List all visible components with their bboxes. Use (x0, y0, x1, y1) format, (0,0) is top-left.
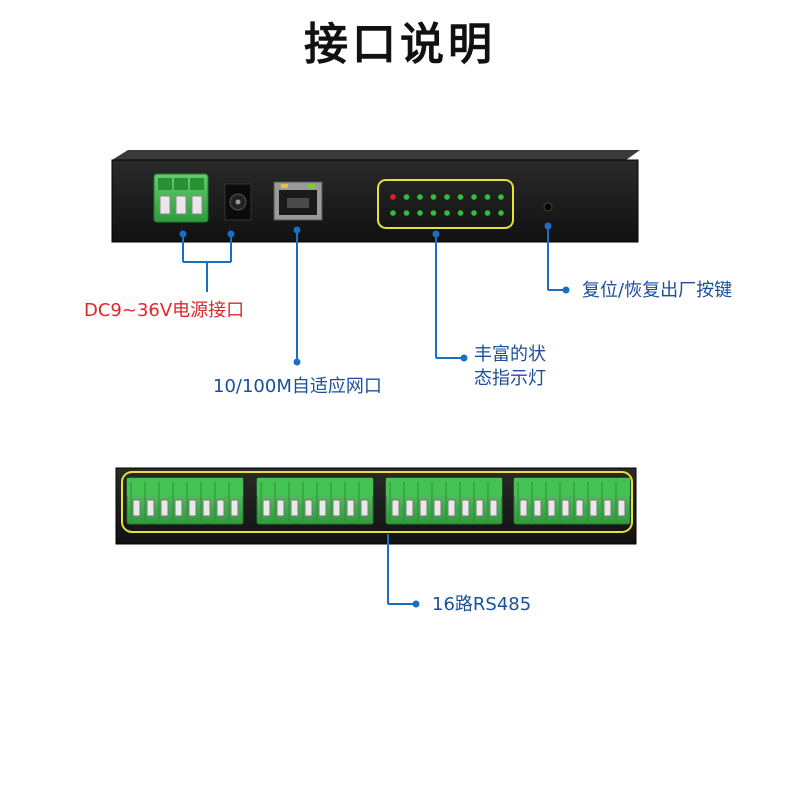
led-highlight-box (377, 179, 514, 229)
rs485-terminal-blocks (126, 477, 631, 525)
status-led-green (417, 210, 423, 216)
status-led-green (444, 210, 450, 216)
terminal-pin (230, 499, 239, 517)
power-port-label: DC9~36V电源接口 (84, 300, 245, 321)
terminal-pin (332, 499, 341, 517)
status-led-label-line1: 丰富的状 (474, 344, 546, 365)
terminal-pin (132, 499, 141, 517)
terminal-pin (188, 499, 197, 517)
status-leds (390, 194, 504, 216)
status-led-green (430, 194, 437, 200)
terminal-block (513, 477, 631, 525)
terminal-pin (419, 499, 428, 517)
terminal-pin (391, 499, 400, 517)
power-terminal (153, 173, 209, 223)
terminal-pin (603, 499, 612, 517)
terminal-block (385, 477, 503, 525)
status-led-green (403, 210, 410, 216)
status-led-green (417, 194, 423, 200)
terminal-pin (519, 499, 528, 517)
status-led-red (390, 194, 396, 200)
terminal-block (126, 477, 244, 525)
reset-hole (543, 202, 553, 212)
terminal-block (256, 477, 374, 525)
terminal-pin (561, 499, 570, 517)
status-led-green (457, 194, 464, 200)
dc-jack (224, 183, 252, 221)
status-led-green (484, 210, 491, 216)
reset-button-label: 复位/恢复出厂按键 (582, 280, 733, 301)
terminal-pin (575, 499, 584, 517)
terminal-pin (405, 499, 414, 517)
terminal-pin (216, 499, 225, 517)
status-led-green (403, 194, 410, 200)
terminal-pin (617, 499, 626, 517)
rj45-port (273, 181, 323, 221)
front-panel (111, 150, 640, 243)
status-led-green (498, 194, 504, 200)
terminal-pin (174, 499, 183, 517)
rs485-highlight-box (121, 471, 633, 533)
terminal-pin (475, 499, 484, 517)
terminal-pin (360, 499, 369, 517)
terminal-pin (461, 499, 470, 517)
terminal-pin (290, 499, 299, 517)
status-led-green (471, 210, 477, 216)
terminal-pin (276, 499, 285, 517)
terminal-pin (447, 499, 456, 517)
network-port-label: 10/100M自适应网口 (213, 376, 382, 397)
status-led-label-line2: 态指示灯 (474, 368, 546, 389)
terminal-pin (489, 499, 498, 517)
terminal-pin (160, 499, 169, 517)
terminal-pin (433, 499, 442, 517)
terminal-pin (262, 499, 271, 517)
terminal-pin (346, 499, 355, 517)
status-led-green (484, 194, 491, 200)
status-led-green (430, 210, 437, 216)
status-led-green (457, 210, 464, 216)
terminal-pin (533, 499, 542, 517)
status-led-green (471, 194, 477, 200)
status-led-green (444, 194, 450, 200)
terminal-pin (146, 499, 155, 517)
rs485-callout (387, 534, 420, 608)
page-title: 接口说明 (304, 19, 496, 70)
rs485-label: 16路RS485 (432, 594, 532, 615)
callout-lines (179, 222, 570, 366)
status-led-green (390, 210, 396, 216)
status-led-green (498, 210, 504, 216)
terminal-pin (547, 499, 556, 517)
terminal-pin (589, 499, 598, 517)
terminal-pin (202, 499, 211, 517)
rear-panel (115, 467, 637, 545)
terminal-pin (304, 499, 313, 517)
terminal-pin (318, 499, 327, 517)
